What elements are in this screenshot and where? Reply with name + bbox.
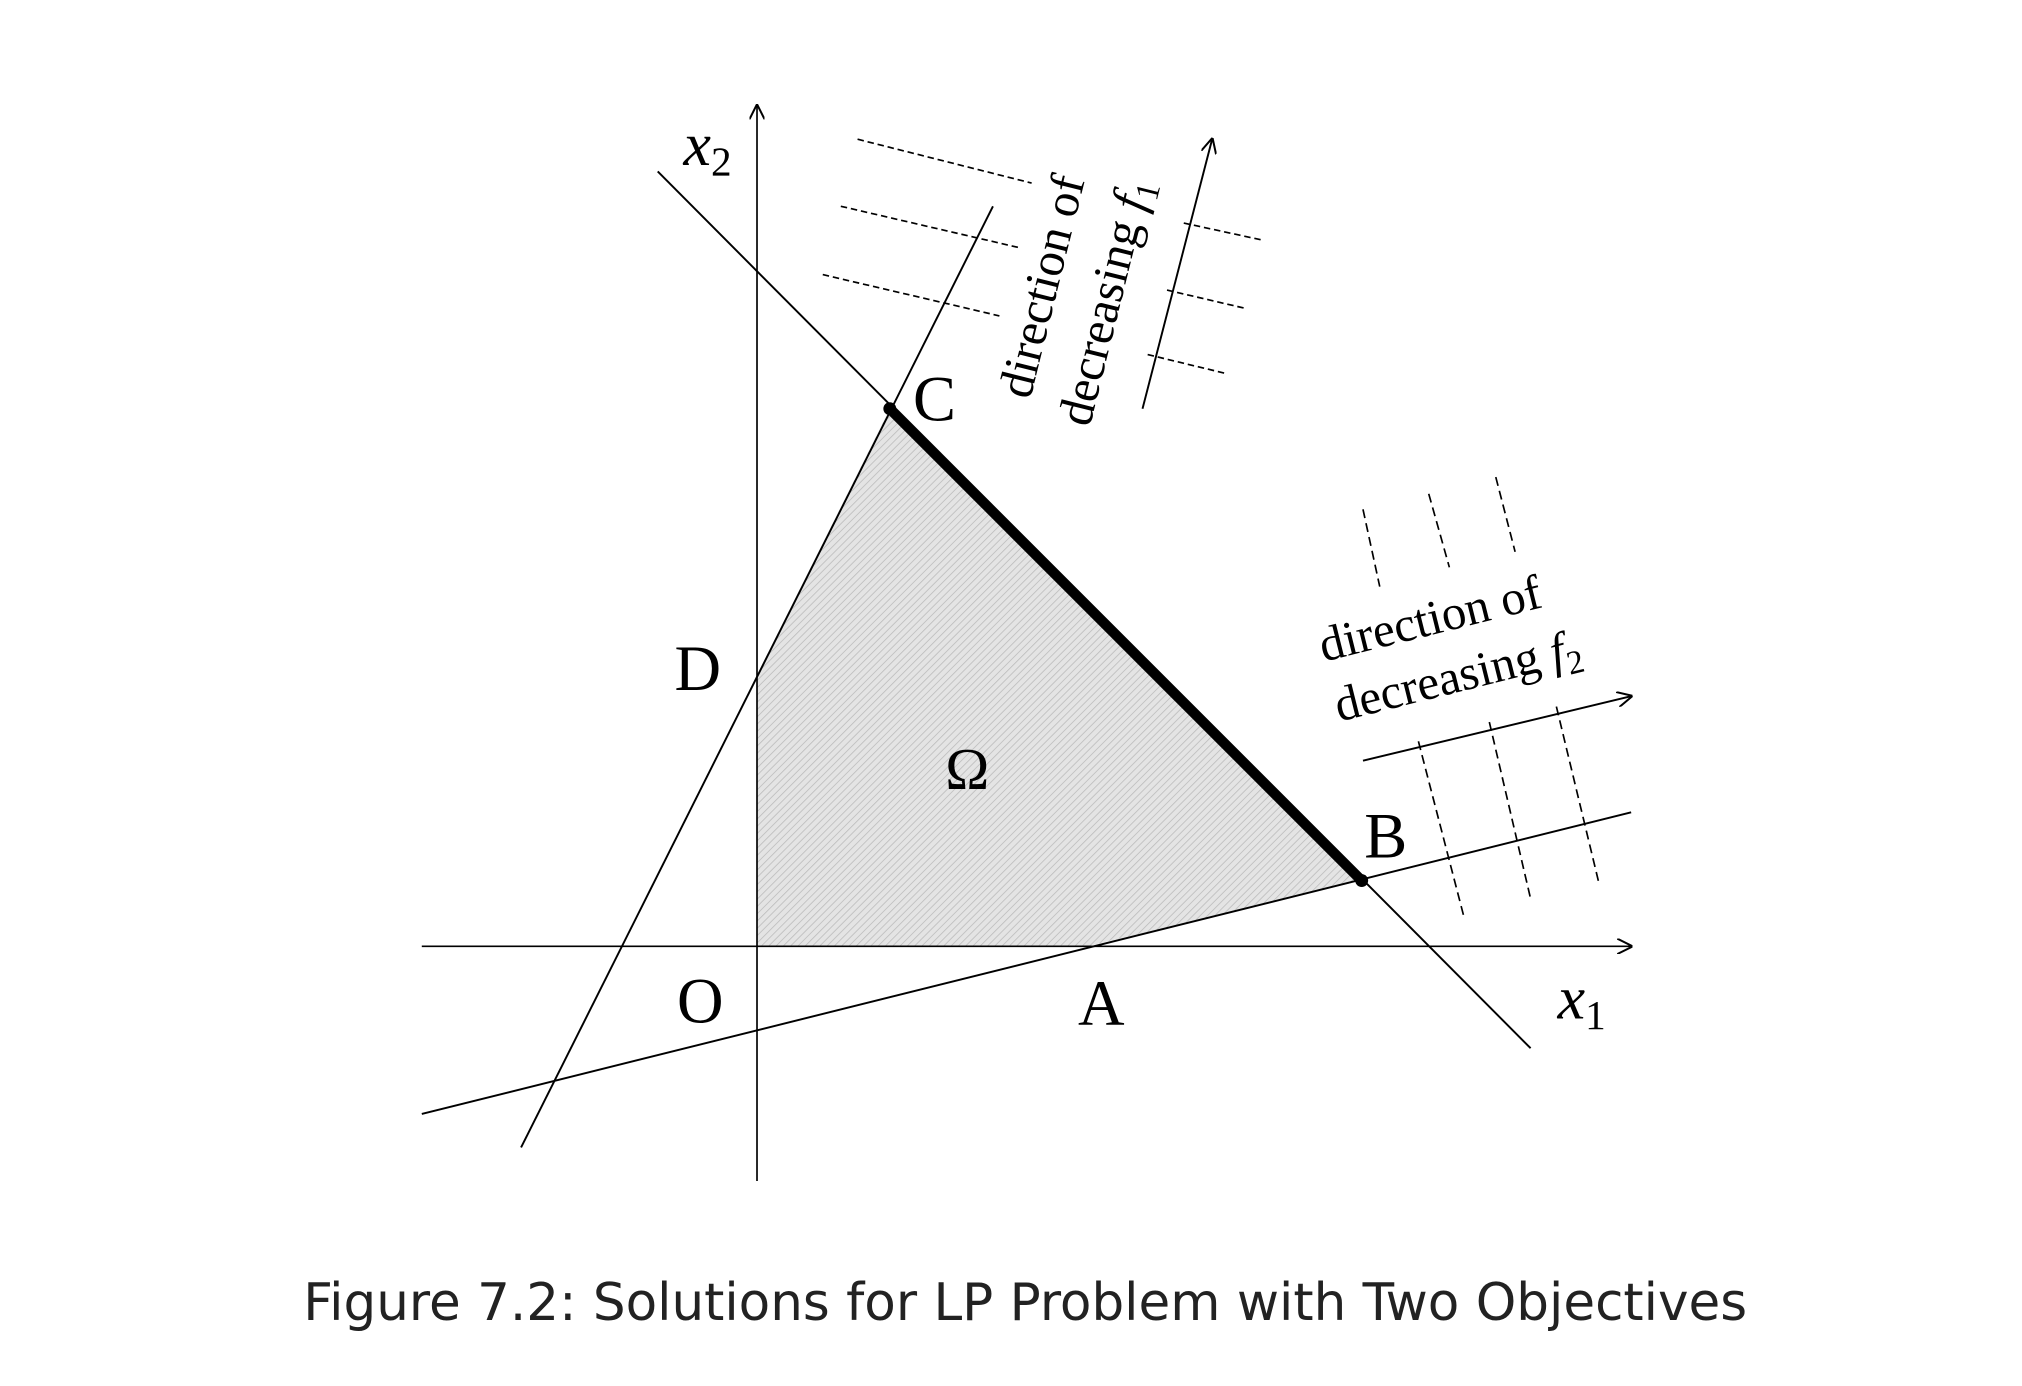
point-label-o: O xyxy=(677,965,724,1036)
point-label-b: B xyxy=(1364,800,1407,871)
vertex-b-dot xyxy=(1355,874,1369,888)
constraint-line-cd xyxy=(520,205,994,1148)
constraint-line-ab xyxy=(421,811,1632,1115)
point-label-d: D xyxy=(674,633,721,704)
f1-direction-arrow xyxy=(1141,139,1213,409)
region-label-omega: Ω xyxy=(945,736,989,802)
f2-direction-arrow xyxy=(1362,696,1631,762)
pareto-optimal-edge xyxy=(886,405,1366,885)
f1-contour-lines xyxy=(822,138,1262,375)
f1-direction-text: direction of decreasing f1 xyxy=(987,169,1168,431)
f2-contour-lines xyxy=(1362,476,1600,916)
x2-axis-label: x2 xyxy=(683,111,732,184)
point-label-c: C xyxy=(913,363,956,434)
vertex-c-dot xyxy=(883,402,897,416)
feasible-region-omega xyxy=(757,408,1362,947)
x1-axis-label: x1 xyxy=(1557,965,1606,1038)
figure-caption: Figure 7.2: Solutions for LP Problem wit… xyxy=(303,1273,1747,1333)
f2-direction-text: direction of decreasing f2 xyxy=(1313,564,1588,732)
point-label-a: A xyxy=(1078,968,1125,1039)
